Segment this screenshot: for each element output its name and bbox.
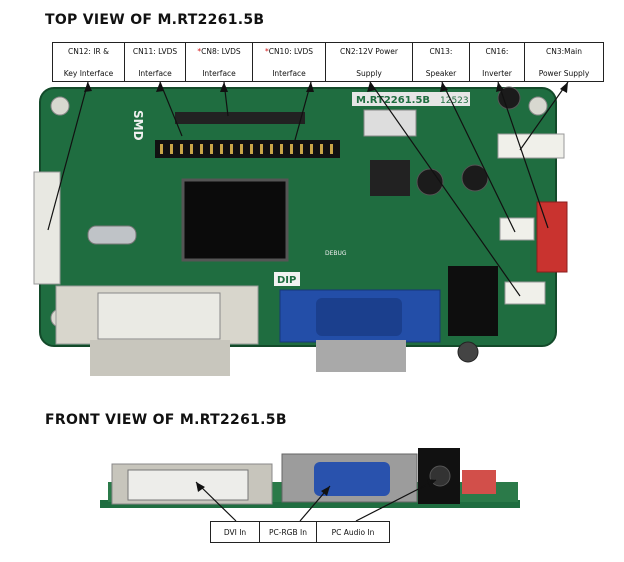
capacitor-icon bbox=[416, 168, 444, 196]
cn13-connector bbox=[499, 217, 535, 241]
debug-silk: DEBUG bbox=[325, 250, 347, 257]
leader-arrowheads bbox=[84, 82, 568, 93]
dip-mark-box bbox=[274, 272, 300, 286]
model-silk-box bbox=[352, 92, 470, 106]
capacitor-icon bbox=[461, 164, 489, 192]
front-view-title: FRONT VIEW OF M.RT2261.5B bbox=[45, 412, 287, 428]
mosfet bbox=[370, 160, 410, 196]
mount-hole-icon bbox=[50, 96, 70, 116]
label-cn8: *CN8: LVDS Interface bbox=[185, 42, 253, 82]
regulator bbox=[363, 109, 417, 137]
top-view-title: TOP VIEW OF M.RT2261.5B bbox=[45, 12, 265, 28]
dvi-screws bbox=[90, 340, 230, 376]
label-cn2: CN2:12V Power Supply bbox=[325, 42, 413, 82]
smd-mark: SMD bbox=[131, 110, 145, 141]
label-dvi-in: DVI In bbox=[210, 521, 260, 543]
front-vga-port bbox=[314, 462, 390, 496]
cn16-connector bbox=[536, 201, 568, 273]
label-cn10: *CN10: LVDS Interface bbox=[252, 42, 326, 82]
mount-hole-icon bbox=[528, 96, 548, 116]
front-arrowheads bbox=[196, 479, 436, 496]
label-cn3: CN3:Main Power Supply bbox=[524, 42, 604, 82]
model-silk: M.RT2261.5B bbox=[356, 95, 430, 106]
audio-jack-ring bbox=[457, 341, 479, 363]
connector-label-row: CN12: IR & Key Interface CN11: LVDS Inte… bbox=[52, 42, 604, 82]
cn2-connector bbox=[504, 281, 546, 305]
front-label-row: DVI In PC-RGB In PC Audio In bbox=[210, 521, 390, 543]
dip-mark: DIP bbox=[277, 275, 296, 286]
vga-shell bbox=[316, 340, 406, 372]
cn12-connector bbox=[33, 171, 61, 285]
crystal bbox=[87, 225, 137, 245]
vga-port bbox=[316, 298, 402, 336]
capacitor-icon bbox=[497, 86, 521, 110]
label-cn16: CN16: Inverter bbox=[469, 42, 525, 82]
front-red-connector bbox=[462, 470, 496, 494]
main-chip bbox=[181, 178, 289, 262]
label-cn13: CN13: Speaker bbox=[412, 42, 470, 82]
label-pc-rgb-in: PC-RGB In bbox=[259, 521, 317, 543]
cn8-header bbox=[175, 112, 305, 124]
front-dvi-port bbox=[127, 469, 249, 501]
model-code: 12523 bbox=[440, 96, 469, 106]
label-pc-audio-in: PC Audio In bbox=[316, 521, 390, 543]
dvi-port bbox=[97, 292, 221, 340]
audio-jack bbox=[448, 266, 498, 336]
pcb-front-edge bbox=[100, 500, 520, 508]
